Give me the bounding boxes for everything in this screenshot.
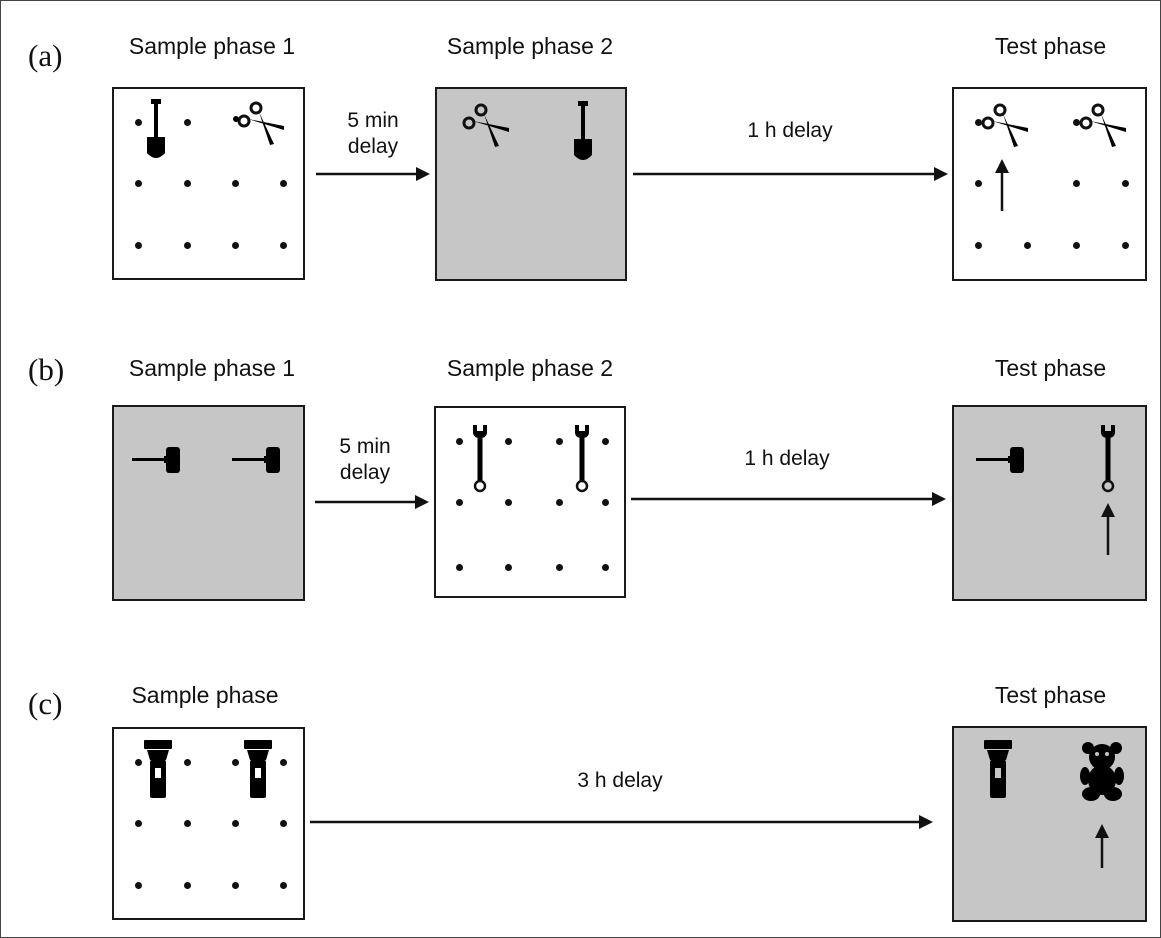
- hiding-spot: [602, 564, 609, 571]
- wrench-icon: [473, 425, 487, 493]
- hiding-spot: [232, 882, 239, 889]
- hiding-spot: [505, 564, 512, 571]
- flashlight-icon: [144, 740, 172, 798]
- hiding-spot: [556, 438, 563, 445]
- scissors-icon: [1079, 103, 1126, 147]
- phase-title-b1: Sample phase 1: [128, 355, 296, 381]
- delay-label-c: 3 h delay: [577, 769, 663, 792]
- panel-a-sample-1: [112, 87, 305, 280]
- hiding-spot: [232, 180, 239, 187]
- shovel-icon: [574, 101, 592, 160]
- wrench-icon: [575, 425, 589, 493]
- panel-b-sample-1: [112, 405, 305, 601]
- hiding-spot: [456, 564, 463, 571]
- hiding-spot: [184, 180, 191, 187]
- hiding-spot: [975, 242, 982, 249]
- scissors-icon: [981, 103, 1028, 147]
- hammer-icon: [232, 447, 280, 473]
- phase-title-a2: Sample phase 2: [446, 33, 614, 59]
- hiding-spot: [556, 499, 563, 506]
- hiding-spot: [232, 242, 239, 249]
- shovel-icon: [147, 99, 165, 158]
- phase-title-b2: Sample phase 2: [446, 355, 614, 381]
- hiding-spot: [135, 820, 142, 827]
- phase-title-a3: Test phase: [994, 33, 1107, 59]
- hiding-spot: [135, 119, 142, 126]
- hiding-spot: [1122, 180, 1129, 187]
- panel-b-test: [952, 405, 1147, 601]
- hiding-spot: [135, 180, 142, 187]
- hiding-spot: [135, 242, 142, 249]
- phase-title-c2: Test phase: [994, 682, 1107, 708]
- phase-title-a1: Sample phase 1: [128, 33, 296, 59]
- hiding-spot: [280, 242, 287, 249]
- hiding-spot: [975, 180, 982, 187]
- phase-title-b3: Test phase: [994, 355, 1107, 381]
- delay-arrow-b2: [631, 492, 946, 506]
- hiding-spot: [184, 759, 191, 766]
- scissors-icon: [462, 103, 509, 147]
- row-label-a: (a): [28, 38, 63, 73]
- flashlight-icon: [244, 740, 272, 798]
- indicator-arrow-icon: [1101, 503, 1115, 555]
- delay-arrow-c: [310, 815, 933, 829]
- indicator-arrow-icon: [995, 159, 1009, 211]
- hiding-spot: [1073, 119, 1080, 126]
- scissors-icon: [233, 101, 284, 145]
- teddy-bear-icon: [1080, 742, 1124, 801]
- hiding-spot: [184, 242, 191, 249]
- hiding-spot: [135, 759, 142, 766]
- panel-a-test: [952, 87, 1147, 281]
- hiding-spot: [135, 882, 142, 889]
- hiding-spot: [975, 119, 982, 126]
- panel-c-test: [952, 726, 1147, 922]
- delay-arrow-b1: [315, 495, 429, 509]
- flashlight-icon: [984, 740, 1012, 798]
- hiding-spot: [1073, 242, 1080, 249]
- wrench-icon: [1101, 425, 1115, 493]
- row-label-b: (b): [28, 352, 65, 387]
- hiding-spot: [505, 499, 512, 506]
- hiding-spot: [556, 564, 563, 571]
- hiding-spot: [1024, 242, 1031, 249]
- hiding-spot: [505, 438, 512, 445]
- hiding-spot: [184, 820, 191, 827]
- hiding-spot: [184, 882, 191, 889]
- hiding-spot: [1073, 180, 1080, 187]
- panel-a-sample-2: [435, 87, 627, 281]
- hiding-spot: [280, 820, 287, 827]
- delay-label-b2: 1 h delay: [744, 447, 830, 470]
- panel-b-sample-2: [434, 406, 626, 598]
- hammer-icon: [976, 447, 1024, 473]
- row-label-c: (c): [28, 686, 63, 721]
- delay-arrow-a2: [633, 167, 948, 181]
- delay-label-a2: 1 h delay: [747, 119, 833, 142]
- indicator-arrow-icon: [1095, 824, 1109, 868]
- hiding-spot: [456, 438, 463, 445]
- hiding-spot: [184, 119, 191, 126]
- hiding-spot: [602, 438, 609, 445]
- panel-c-sample: [112, 727, 305, 920]
- hiding-spot: [232, 820, 239, 827]
- hiding-spot: [1122, 242, 1129, 249]
- hiding-spot: [602, 499, 609, 506]
- hiding-spot: [280, 882, 287, 889]
- hiding-spot: [232, 759, 239, 766]
- hammer-icon: [132, 447, 180, 473]
- hiding-spot: [456, 499, 463, 506]
- phase-title-c1: Sample phase: [131, 682, 279, 708]
- hiding-spot: [280, 180, 287, 187]
- hiding-spot: [280, 759, 287, 766]
- delay-arrow-a1: [316, 167, 430, 181]
